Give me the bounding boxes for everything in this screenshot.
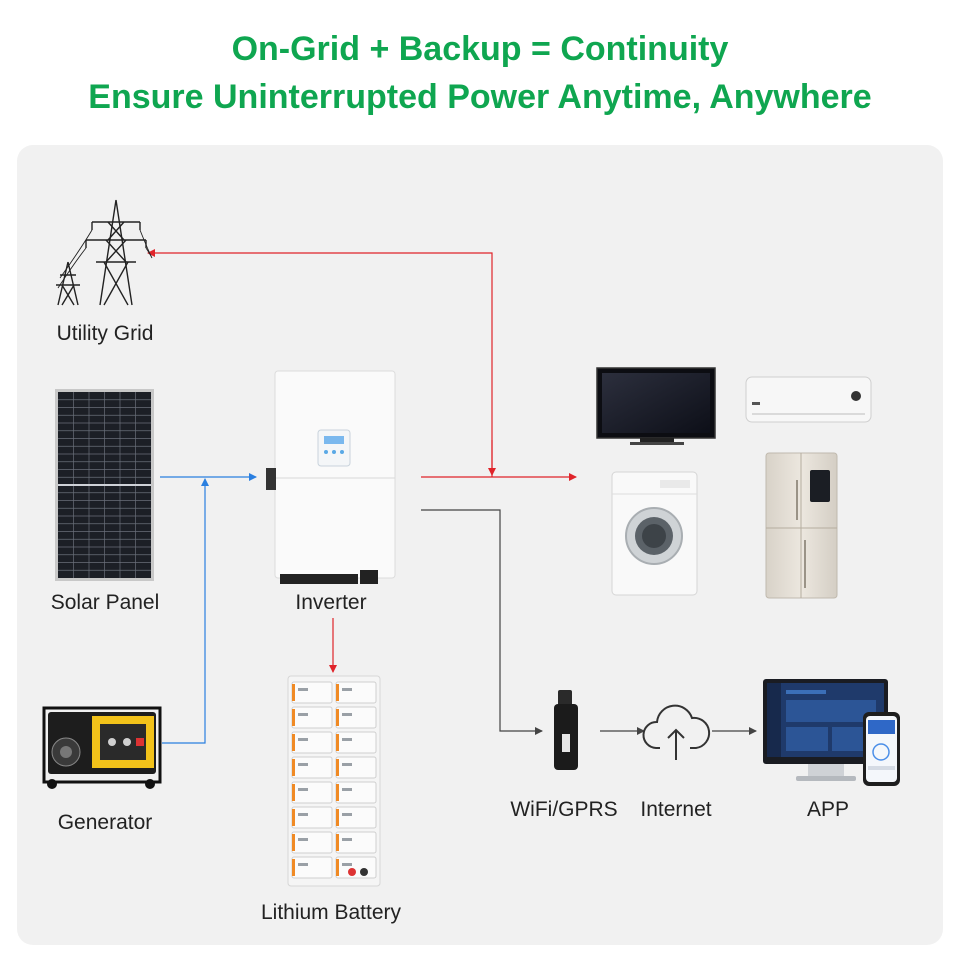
app-phone-icon <box>863 712 900 786</box>
lithium-battery-label: Lithium Battery <box>260 901 402 924</box>
utility-grid-icon <box>56 199 153 306</box>
tv-icon <box>596 367 716 445</box>
generator-line <box>162 478 209 744</box>
app-label: APP <box>806 798 850 821</box>
generator-label: Generator <box>57 811 153 834</box>
lithium-battery-icon <box>287 675 381 887</box>
flow-lines <box>147 249 757 744</box>
solar-panel-label: Solar Panel <box>50 591 160 614</box>
wifi-gprs-label: WiFi/GPRS <box>510 798 618 821</box>
cloud-upload-icon <box>642 704 711 760</box>
grid-feed-line <box>147 249 493 477</box>
inverter-icon <box>266 370 396 584</box>
page-subtitle: Ensure Uninterrupted Power Anytime, Anyw… <box>88 78 872 116</box>
air-conditioner-icon <box>745 376 872 423</box>
wifi-dongle-icon <box>554 690 578 770</box>
refrigerator-icon <box>765 452 838 599</box>
data-line <box>421 509 543 735</box>
internet-label: Internet <box>640 798 712 821</box>
inverter-label: Inverter <box>295 591 367 614</box>
page-title: On-Grid + Backup = Continuity <box>231 30 729 68</box>
washing-machine-icon <box>611 471 698 596</box>
utility-grid-label: Utility Grid <box>56 322 154 345</box>
solar-panel-icon <box>55 389 154 581</box>
generator-icon <box>42 706 162 789</box>
